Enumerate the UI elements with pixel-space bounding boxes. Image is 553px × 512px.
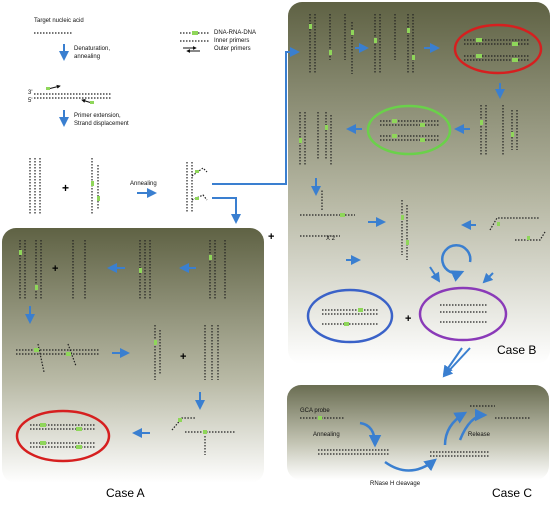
green-mark xyxy=(46,87,50,90)
target-label: Target nucleic acid xyxy=(34,18,84,24)
legend-drd-glyph xyxy=(180,31,210,35)
annealed-structure xyxy=(186,162,208,213)
flow-connector-to-case-b xyxy=(212,47,300,224)
x2-label: X 2 xyxy=(326,236,336,242)
blue-oval-case-b xyxy=(306,288,394,344)
release-label: Release xyxy=(468,432,491,438)
case-a-panel xyxy=(2,228,264,483)
case-a-arrows xyxy=(25,263,205,438)
green-mark xyxy=(178,418,182,422)
gca-probe-label: GCA probe xyxy=(300,408,330,414)
legend-inner-label: Inner primers xyxy=(214,38,250,44)
annealing-label: annealing xyxy=(74,54,101,60)
red-oval-marks xyxy=(476,38,518,62)
case-a-title: Case A xyxy=(106,486,145,500)
annealing-mid-label: Annealing xyxy=(130,181,157,187)
case-b-strands-left xyxy=(299,112,332,165)
green-oval-strands xyxy=(380,120,440,141)
red-oval-case-b xyxy=(453,23,543,75)
green-mark xyxy=(406,240,409,245)
green-mark xyxy=(318,416,322,420)
green-mark xyxy=(340,213,345,217)
plus-sign: + xyxy=(268,231,274,243)
green-mark xyxy=(154,340,157,345)
case-a-strands-top xyxy=(19,240,226,300)
extended-strands xyxy=(29,158,99,215)
five-prime-label: 5' xyxy=(28,98,33,104)
extension-label: Primer extension, xyxy=(74,113,121,119)
case-a-marks-top xyxy=(19,250,212,290)
red-oval-a-marks xyxy=(40,423,82,449)
case-c-strands xyxy=(300,405,530,457)
green-mark xyxy=(90,101,94,104)
case-b-strands-mid xyxy=(401,200,408,260)
case-b-strands-right xyxy=(480,105,518,155)
plus-sign: + xyxy=(180,351,186,363)
case-a-displaced xyxy=(16,343,100,373)
green-oval-case-b xyxy=(366,104,452,156)
case-a-marks-mid xyxy=(34,348,71,356)
plus-sign: + xyxy=(52,263,58,275)
case-b-panel xyxy=(288,2,550,364)
red-oval-case-a xyxy=(15,409,111,463)
displacement-label: Strand displacement xyxy=(74,121,129,127)
denaturation-label: Denaturation, xyxy=(74,46,111,52)
red-oval-a-strands xyxy=(30,424,96,448)
case-c-title: Case C xyxy=(492,486,533,500)
three-prime-label: 3' xyxy=(28,90,33,96)
case-a-strands-mid xyxy=(154,325,219,380)
green-mark xyxy=(91,181,94,186)
case-b-marks-right xyxy=(480,120,514,137)
case-c-arrows xyxy=(359,408,488,472)
green-mark xyxy=(401,215,404,220)
green-mark xyxy=(195,197,199,200)
green-mark xyxy=(497,222,500,226)
annealing-strands xyxy=(34,93,112,99)
legend-outer-glyph xyxy=(183,46,200,53)
case-b-title: Case B xyxy=(497,343,537,357)
annealing-c-label: Annealing xyxy=(313,432,340,438)
loop-structure xyxy=(489,217,546,241)
rnase-label: RNase H cleavage xyxy=(370,481,421,487)
plus-sign: + xyxy=(405,313,411,325)
purple-oval-strands xyxy=(440,304,488,323)
green-mark xyxy=(195,170,199,173)
legend-drd-label: DNA-RNA-DNA xyxy=(214,30,256,36)
case-b-marks-left xyxy=(299,125,328,143)
blue-oval-strands xyxy=(322,309,378,325)
green-mark xyxy=(203,430,207,434)
red-oval-strands xyxy=(464,39,530,61)
cycle-arrow xyxy=(441,243,472,282)
plus-sign: + xyxy=(62,181,69,195)
flow-arrow-b-to-c xyxy=(442,347,471,378)
blue-oval-marks xyxy=(344,308,363,326)
case-c-panel xyxy=(287,385,549,480)
legend-outer-label: Outer primers xyxy=(214,46,251,52)
x2-structure xyxy=(300,190,355,237)
green-mark xyxy=(527,236,530,240)
green-oval-marks xyxy=(392,119,425,142)
case-b-marks-top xyxy=(309,24,415,60)
green-mark xyxy=(97,196,100,201)
purple-oval-case-b xyxy=(418,286,508,342)
